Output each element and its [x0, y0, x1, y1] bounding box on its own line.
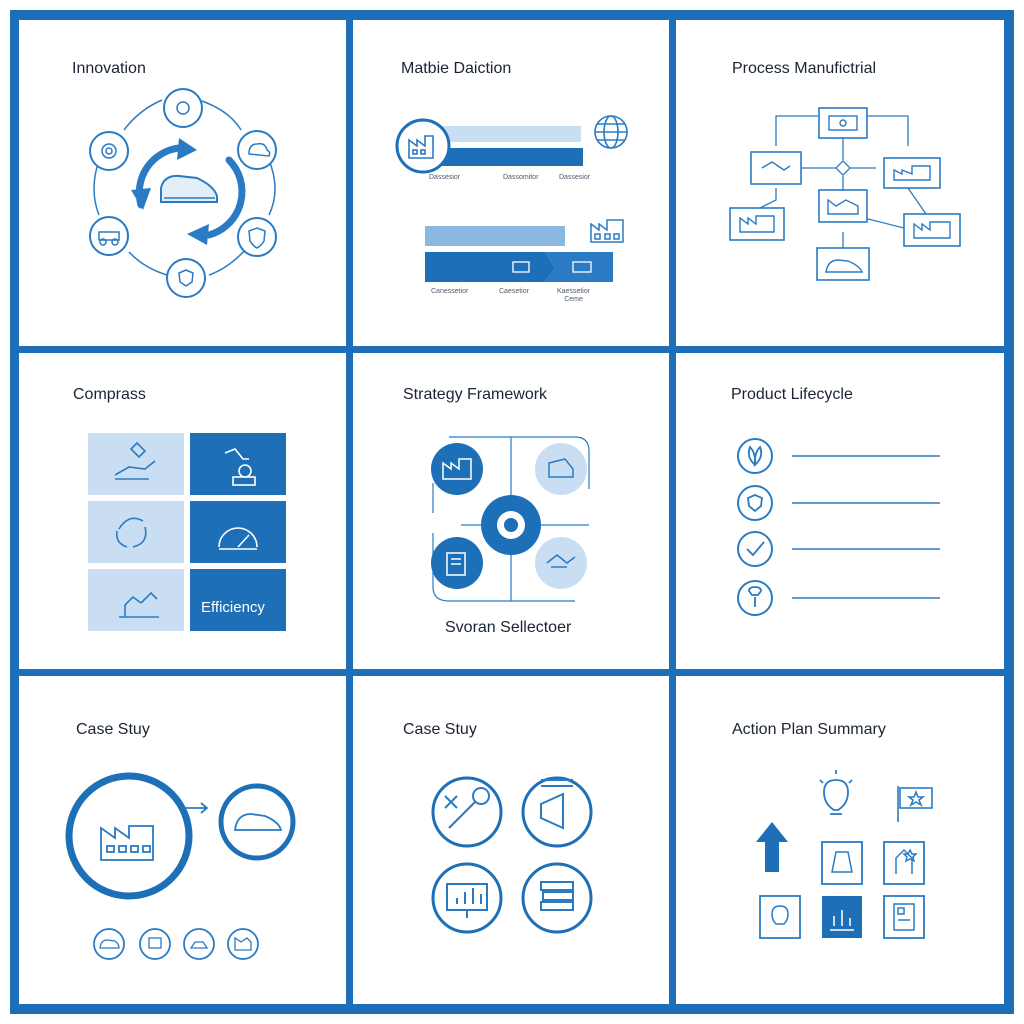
- truck-circle-icon: [535, 443, 587, 495]
- globe-icon: [594, 115, 628, 149]
- bag-small-icon: [139, 928, 171, 960]
- factory-center-box-icon: [818, 189, 868, 223]
- action-plan-diagram: [756, 770, 933, 939]
- bar-label: Caesetior: [499, 288, 529, 295]
- gauge-icon: [218, 527, 258, 548]
- bar-label: Dassesior: [429, 174, 461, 181]
- panel-title: Strategy Framework: [403, 386, 548, 403]
- panel-title: Action Plan Summary: [732, 721, 886, 738]
- innovation-cycle-diagram: [89, 88, 277, 298]
- panel-comprass: Comprass: [19, 353, 346, 669]
- factory-small-icon: [590, 219, 624, 243]
- central-gear-icon: [481, 495, 541, 555]
- megaphone-icon: [521, 776, 593, 848]
- checkmark-icon: [737, 531, 773, 567]
- lifecycle-list: [737, 438, 940, 616]
- comprass-tile-grid: [88, 433, 286, 631]
- gear-node-icon: [163, 88, 203, 128]
- panel-title: Process Manufictrial: [732, 60, 877, 77]
- bulb-tile-icon: [759, 895, 801, 939]
- panel-case-study-2: Case Stuy: [353, 676, 669, 1004]
- factory-small-icon: [227, 928, 259, 960]
- factory-right-box-icon: [903, 213, 961, 247]
- factory-circle-icon: [431, 443, 483, 495]
- factory-left-box-icon: [729, 207, 785, 241]
- chart-monitor-icon: [431, 862, 503, 934]
- tools-gear-icon: [431, 776, 503, 848]
- panel-innovation: Innovation: [19, 20, 346, 346]
- handshake-circle-icon: [535, 537, 587, 589]
- robot-icon: [224, 448, 249, 460]
- bar-label: Canessetior: [431, 288, 469, 295]
- panel-title: Matbie Daiction: [401, 60, 512, 77]
- process-flow-diagram: [729, 107, 961, 281]
- badge-node-icon: [166, 258, 206, 298]
- matbie-bars-diagram: [395, 115, 628, 282]
- strategy-caption: Svoran Sellectoer: [445, 619, 572, 636]
- books-icon: [521, 862, 593, 934]
- robot-arm-icon: [119, 591, 159, 618]
- case-study-diagram: [65, 772, 296, 960]
- hand-icon: [114, 460, 156, 476]
- bar-label: Dassomitor: [503, 174, 539, 181]
- recycle-icon: [118, 517, 144, 530]
- star-arrow-tile-icon: [883, 841, 925, 885]
- efficiency-label: Efficiency: [201, 599, 265, 616]
- document-tile-icon: [821, 841, 863, 885]
- panel-strategy: Strategy Framework: [353, 353, 669, 669]
- cog-node-icon: [89, 131, 129, 171]
- factory-icon: [408, 135, 434, 159]
- shoe-icon: [160, 174, 218, 203]
- shoe-small-icon: [93, 928, 125, 960]
- up-arrow-icon: [756, 822, 788, 872]
- shield-node-icon: [237, 217, 277, 257]
- calculator-tile-icon: [883, 895, 925, 939]
- panel-title: Innovation: [72, 60, 146, 77]
- document-circle-icon: [431, 537, 483, 589]
- handshake-box-icon: [750, 151, 802, 185]
- boat-small-icon: [183, 928, 215, 960]
- panel-title: Product Lifecycle: [731, 386, 853, 403]
- lightbulb-icon: [819, 770, 853, 815]
- case-study-icons: [431, 776, 593, 934]
- panel-process: Process Manufictrial: [676, 20, 1004, 346]
- bar-label: Kaessetior Ceme: [557, 288, 591, 303]
- bar-label: Dassesior: [559, 174, 591, 181]
- shield-icon: [737, 485, 773, 521]
- tractor-node-icon: [89, 216, 129, 256]
- flag-icon: [897, 786, 933, 822]
- panel-matbie-daiction: Matbie Daiction: [353, 20, 669, 346]
- panel-title: Case Stuy: [403, 721, 477, 738]
- panel-case-study-1: Case Stuy: [19, 676, 346, 1004]
- panel-lifecycle: Product Lifecycle: [676, 353, 1004, 669]
- panel-title: Case Stuy: [76, 721, 150, 738]
- panel-title: Comprass: [73, 386, 146, 403]
- panel-action-plan: Action Plan Summary: [676, 676, 1004, 1004]
- shoe-box-icon: [816, 247, 870, 281]
- strategy-framework-diagram: [431, 436, 590, 602]
- cloud-node-icon: [237, 130, 277, 170]
- money-box-icon: [818, 107, 868, 139]
- shoe-circle-icon: [218, 783, 296, 861]
- infographic-grid: Innovation: [10, 10, 1014, 1014]
